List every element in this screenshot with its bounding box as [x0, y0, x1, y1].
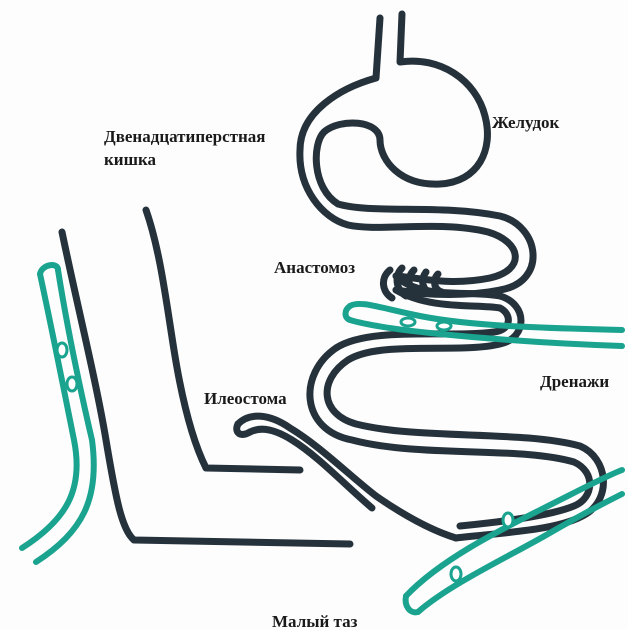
upper-right-drain	[346, 304, 623, 346]
pelvis-label: Малый таз	[272, 610, 357, 630]
drains-label: Дренажи	[540, 370, 609, 393]
ileostomy-label: Илеостома	[204, 387, 287, 410]
stomach-inner-wall	[316, 14, 533, 295]
ileostomy-stoma	[237, 424, 250, 434]
anastomosis-label: Анастомоз	[274, 256, 355, 279]
left-drain	[22, 265, 94, 562]
duodenum-label-line2: кишка	[104, 148, 266, 171]
stomach-label: Желудок	[492, 111, 559, 134]
duodenum-label-line1: Двенадцатиперстная	[104, 125, 266, 148]
duodenum-label: Двенадцатиперстная кишка	[104, 125, 266, 171]
